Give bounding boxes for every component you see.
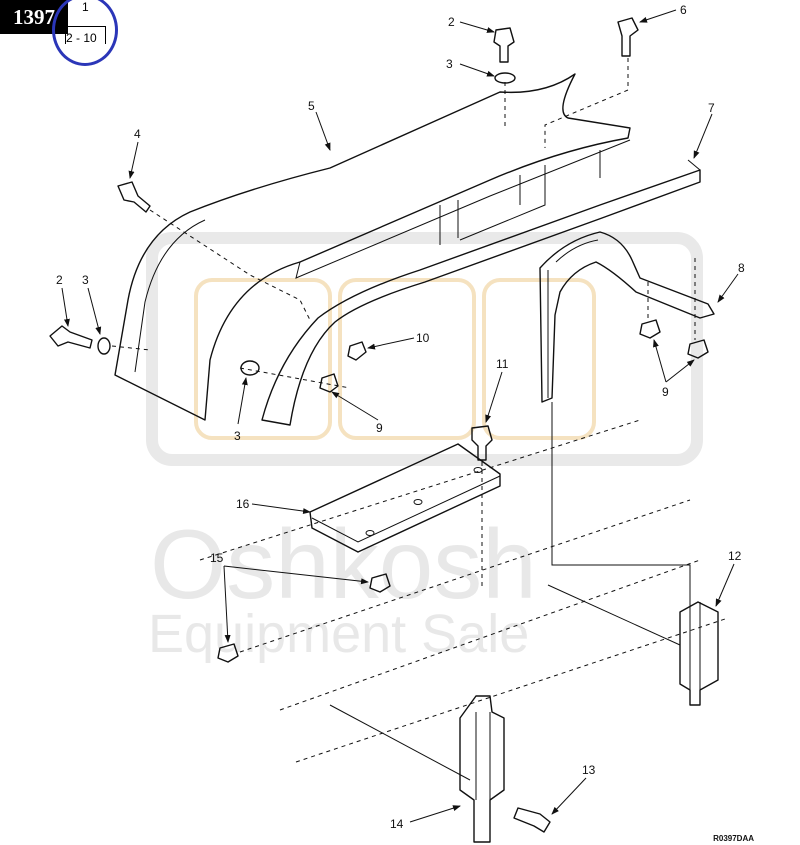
reference-circle	[52, 0, 118, 66]
plate	[309, 443, 501, 553]
reference-top: 1	[82, 0, 89, 14]
callout-9: 9	[376, 421, 383, 435]
callout-15: 15	[210, 551, 224, 565]
callout-4: 4	[134, 127, 141, 141]
watermark: Oshkosh Equipment Sale	[146, 232, 703, 664]
reference-bottom: 2 - 10	[66, 31, 97, 45]
callout-12: 12	[728, 549, 742, 563]
callout-16: 16	[236, 497, 250, 511]
clip-bracket-14	[459, 695, 505, 843]
bracket	[539, 231, 715, 403]
callout-11: 11	[496, 357, 509, 371]
callout-10: 10	[416, 331, 430, 345]
reference-divider	[65, 16, 66, 44]
fender	[114, 73, 701, 426]
callout-5: 5	[308, 99, 315, 113]
reference-divider	[105, 26, 106, 44]
callout-8: 8	[738, 261, 745, 275]
drawing-code: R0397DAA	[713, 834, 754, 843]
fasteners	[49, 17, 709, 833]
callouts: 2 6 3 5 7 4 8 2 3 10 9 3 9 11 16 15 12 1…	[56, 3, 745, 831]
callout-2: 2	[56, 273, 63, 287]
callout-2: 2	[448, 15, 455, 29]
callout-13: 13	[582, 763, 596, 777]
callout-3: 3	[234, 429, 241, 443]
callout-3: 3	[446, 57, 453, 71]
watermark-line2: Equipment Sale	[148, 604, 529, 664]
callout-9: 9	[662, 385, 669, 399]
callout-3: 3	[82, 273, 89, 287]
clip-bracket-12	[679, 601, 719, 706]
reference-divider	[66, 26, 106, 27]
callout-6: 6	[680, 3, 687, 17]
callout-7: 7	[708, 101, 715, 115]
watermark-line1: Oshkosh	[150, 509, 537, 619]
callout-14: 14	[390, 817, 404, 831]
assembly-lines	[111, 58, 729, 781]
leader-lines	[61, 9, 739, 823]
